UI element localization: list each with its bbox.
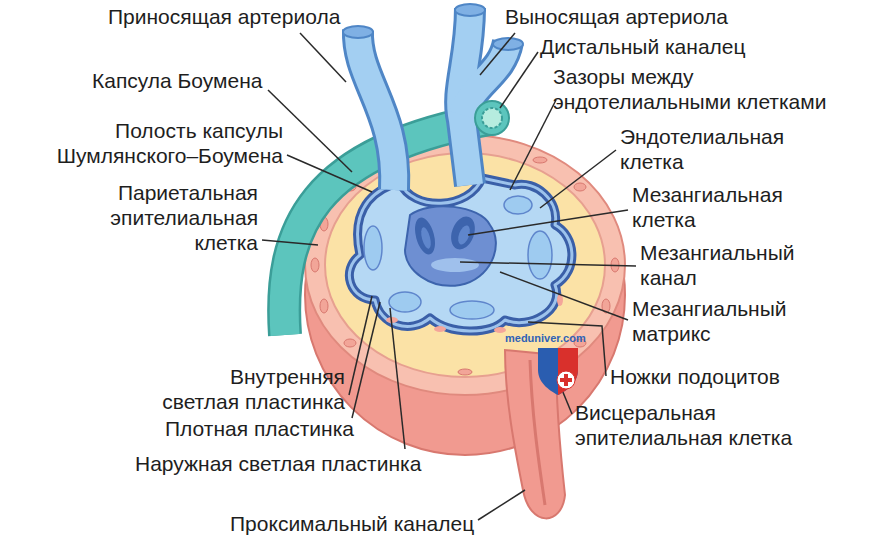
part-label: Капсула Боумена <box>92 68 265 93</box>
watermark: meduniver.com <box>505 332 588 345</box>
efferent-arteriole-part <box>455 4 485 16</box>
leader-lines-part <box>468 210 628 235</box>
afferent-arteriole-part <box>358 30 394 190</box>
glomerular-tuft-part <box>494 327 506 333</box>
part-label: Ножки подоцитов <box>610 364 782 389</box>
leader-lines-part <box>478 490 525 520</box>
watermark-logo-part <box>538 348 578 395</box>
part-label: Париетальная эпителиальная клетка <box>108 180 258 255</box>
leader-lines-part <box>287 155 372 192</box>
glomerular-tuft-part <box>504 196 532 214</box>
glomerular-tuft-part <box>431 258 479 272</box>
glomerular-tuft-part <box>450 301 494 319</box>
watermark-logo-part <box>560 378 572 382</box>
part-label: Плотная пластинка <box>165 416 356 441</box>
parietal-cells-part <box>311 258 319 272</box>
glomerular-tuft <box>349 178 572 333</box>
leader-lines-part <box>390 308 405 449</box>
glomerular-tuft-part <box>447 213 479 252</box>
watermark-logo-part <box>558 348 578 395</box>
leader-lines-part <box>510 100 556 190</box>
part-label: Полость капсулы Шумлянского–Боумена <box>54 118 283 168</box>
glomerular-tuft-part <box>349 178 572 331</box>
watermark-logo-part <box>557 371 575 389</box>
parietal-cells-part <box>344 339 356 347</box>
glomerular-tuft-part <box>389 292 421 312</box>
parietal-cells-part <box>320 299 328 313</box>
efferent-arteriole <box>455 4 523 185</box>
parietal-cells-part <box>458 369 472 375</box>
watermark-logo <box>538 348 578 395</box>
glomerular-tuft-part <box>364 226 382 270</box>
part-label: Зазоры между эндотелиальными клетками <box>553 64 829 114</box>
leader-lines-part <box>540 150 616 208</box>
efferent-arteriole-part <box>493 38 523 50</box>
part-label: Выносящая артериола <box>505 4 730 29</box>
glomerular-tuft-part <box>419 226 432 249</box>
afferent-arteriole <box>343 26 394 190</box>
distal-tubule-section-part <box>482 108 502 128</box>
afferent-arteriole-part <box>343 26 373 38</box>
glomerular-tuft-part <box>349 178 572 331</box>
leader-lines-part <box>352 302 380 418</box>
leader-lines-part <box>500 272 628 320</box>
distal-tubule-section-part <box>475 101 509 135</box>
glomerular-tuft-part <box>405 206 496 285</box>
part-label: Мезангиальный матрикс <box>632 296 789 346</box>
glomerular-tuft-part <box>411 215 438 256</box>
parietal-cells-part <box>574 183 586 191</box>
leader-lines-part <box>500 52 538 108</box>
leader-lines-part <box>262 240 318 245</box>
leader-lines-part <box>460 262 636 266</box>
part-label: Приносящая артериола <box>108 4 343 29</box>
glomerular-tuft-part <box>434 326 446 332</box>
part-label: Мезангиальный канал <box>640 240 797 290</box>
afferent-arteriole-part <box>358 30 394 190</box>
leader-lines-part <box>300 33 346 82</box>
part-label: Мезангиальная клетка <box>632 182 785 232</box>
part-label: Эндотелиальная клетка <box>620 124 787 174</box>
glomerular-tuft-part <box>528 231 552 279</box>
part-label: Внутренняя светлая пластинка <box>160 364 345 414</box>
parietal-cells-part <box>533 157 547 163</box>
part-label: Наружная светлая пластинка <box>135 451 424 476</box>
leader-lines-part <box>480 33 515 75</box>
part-label: Дистальный каналец <box>540 34 748 59</box>
part-label: Проксимальный каналец <box>230 511 477 536</box>
parietal-cells <box>311 157 619 375</box>
part-label: Висцеральная эпителиальная клетка <box>575 400 795 450</box>
distal-tubule-section <box>475 101 509 135</box>
